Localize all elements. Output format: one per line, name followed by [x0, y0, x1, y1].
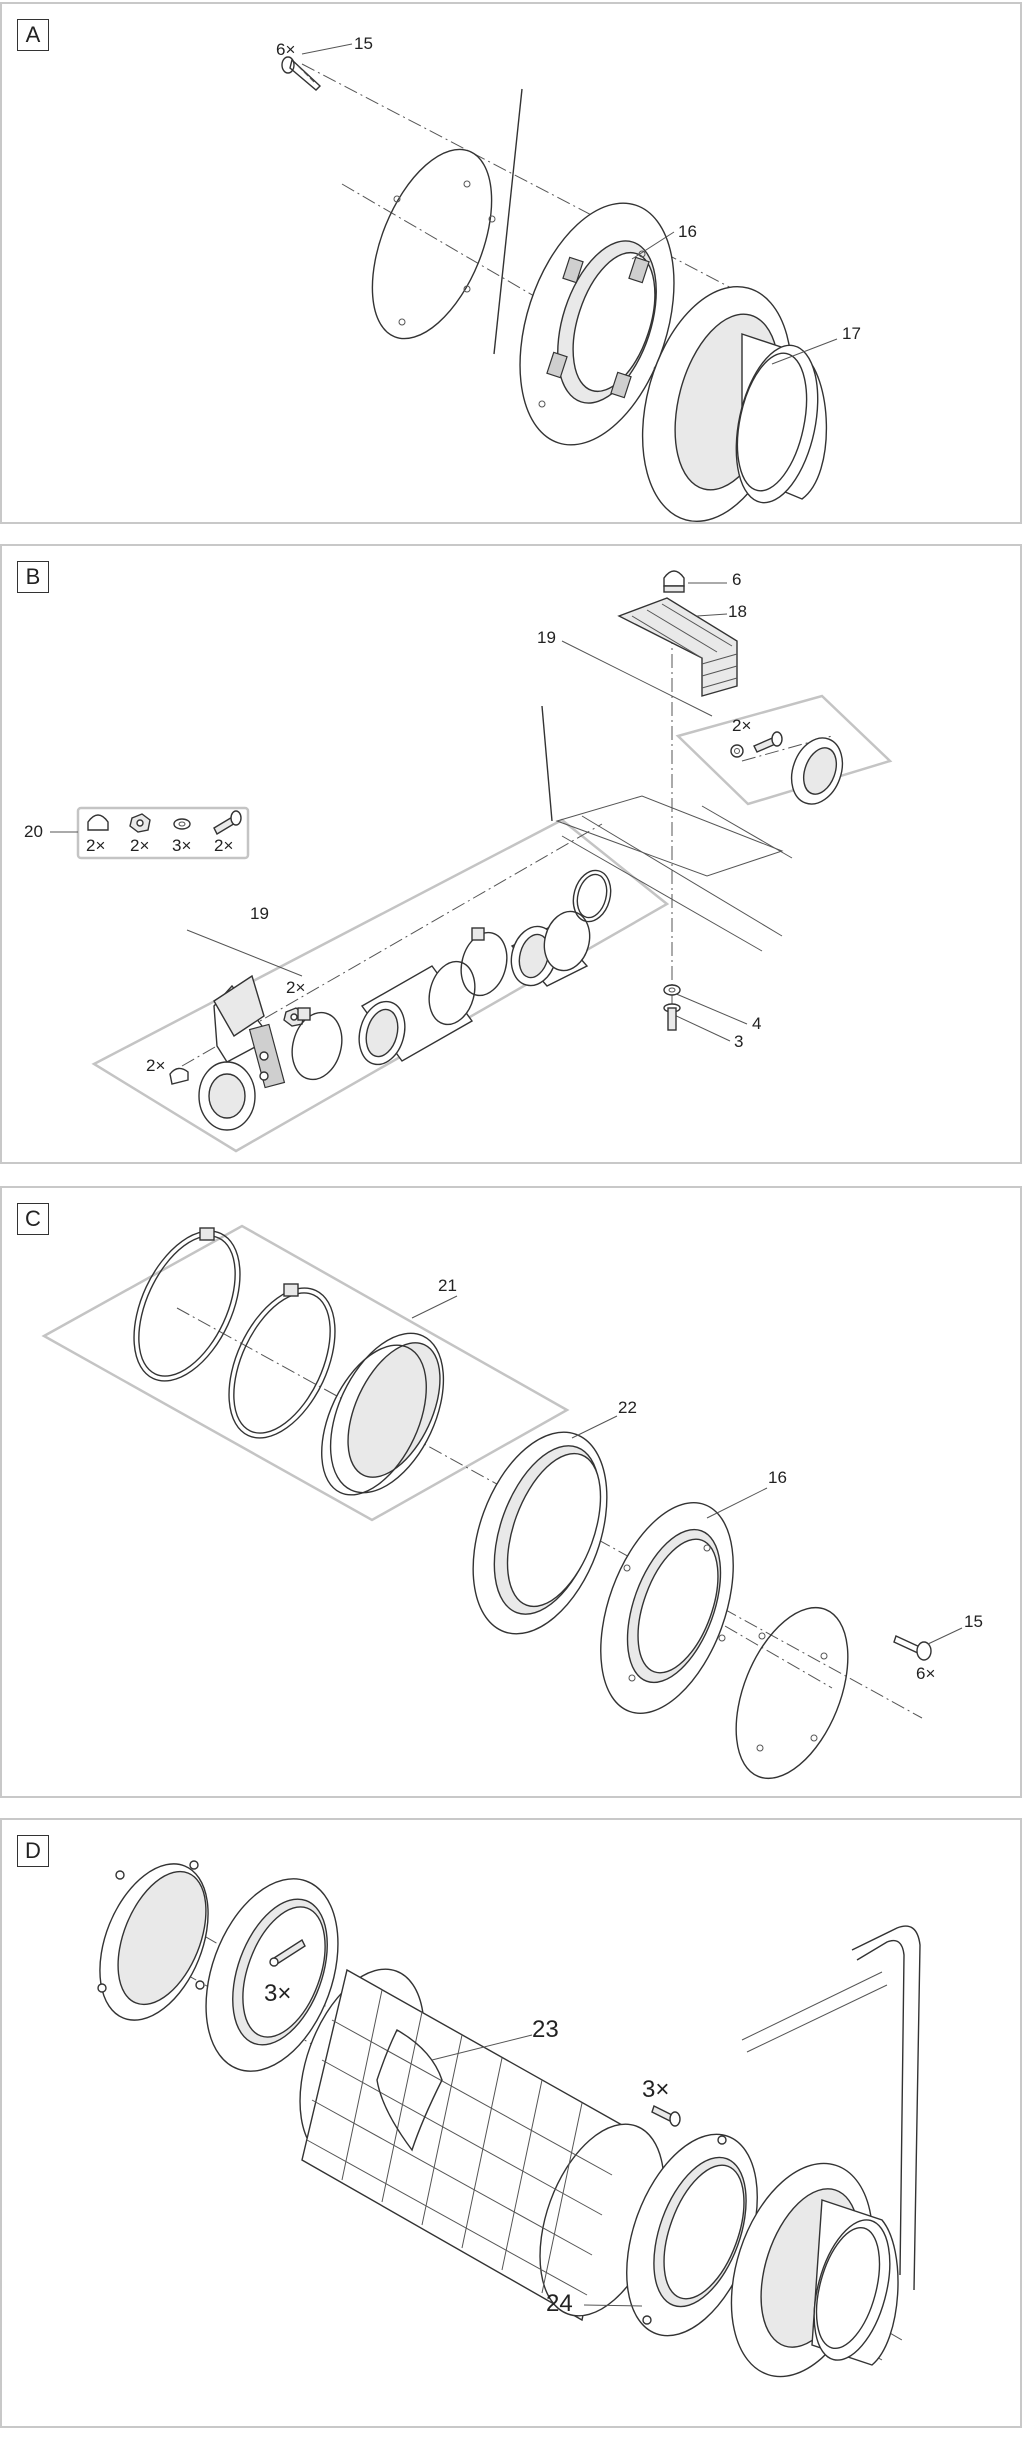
label-part-16: 16 — [768, 1468, 787, 1487]
hose-sleeve — [358, 960, 476, 1066]
label-qty-bolt-top: 2× — [732, 716, 752, 735]
valve-assembly — [198, 974, 286, 1131]
panel-d: D — [0, 1818, 1022, 2428]
label-part-23: 23 — [532, 2016, 559, 2043]
panel-letter: C — [17, 1203, 49, 1235]
kit-items-20 — [87, 810, 242, 835]
upper-bolt-and-ring — [730, 731, 844, 805]
group-outline-21 — [41, 1224, 570, 1522]
hose-clamp-b — [228, 1283, 336, 1439]
connector-tube — [510, 910, 591, 987]
panel-letter: D — [17, 1835, 49, 1867]
group-outline-upper — [675, 694, 893, 806]
ring-part-22 — [472, 1431, 608, 1635]
flange-part-24 — [626, 2133, 758, 2337]
label-part-17: 17 — [842, 324, 861, 343]
group-outline-lower — [91, 818, 670, 1153]
hose-clamp-a — [133, 1227, 241, 1382]
label-qty-nut-mid: 2× — [286, 978, 306, 997]
nut-left-2x — [169, 1067, 189, 1085]
mesh-guard-part-18 — [617, 597, 738, 697]
sleeve-part-21 — [321, 1332, 445, 1496]
label-part-19-left: 19 — [250, 904, 269, 923]
label-qty-nut-left: 2× — [146, 1056, 166, 1075]
panel-d-drawing — [97, 1860, 921, 2378]
label-part-20: 20 — [24, 822, 43, 841]
label-part-4: 4 — [752, 1014, 762, 1033]
hose-clamp-2 — [460, 927, 508, 997]
end-cover — [97, 1860, 209, 2021]
label-kit-nut-qty: 2× — [130, 836, 150, 855]
label-qty-15: 6× — [276, 40, 296, 59]
label-part-21: 21 — [438, 1276, 457, 1295]
label-part-24: 24 — [546, 2290, 573, 2317]
screw-part-3 — [663, 1003, 681, 1031]
flange-part-16 — [600, 1502, 734, 1714]
label-part-6: 6 — [732, 570, 742, 589]
adapter-part-17 — [641, 285, 828, 523]
label-part-18: 18 — [728, 602, 747, 621]
label-kit-washer-qty: 3× — [172, 836, 192, 855]
screw-part-15 — [893, 1635, 932, 1661]
screw-part-15 — [281, 56, 322, 91]
o-ring — [572, 869, 612, 923]
label-part-19-top: 19 — [537, 628, 556, 647]
label-part-3: 3 — [734, 1032, 744, 1051]
label-qty-15: 6× — [916, 1664, 936, 1683]
flange-part-16 — [519, 202, 675, 446]
panel-letter: B — [17, 561, 49, 593]
adapter-right — [730, 2162, 899, 2378]
panel-c: C — [0, 1186, 1022, 1798]
gasket-ring — [371, 148, 496, 340]
panel-c-drawing — [41, 1224, 963, 1780]
label-part-15: 15 — [354, 34, 373, 53]
label-part-15: 15 — [964, 1612, 983, 1631]
label-kit-bolt-qty: 2× — [214, 836, 234, 855]
gasket-ring — [735, 1606, 849, 1780]
flange-left — [205, 1878, 339, 2072]
label-kit-cap-qty: 2× — [86, 836, 106, 855]
panel-letter: A — [17, 19, 49, 51]
panel-b: B — [0, 544, 1022, 1164]
label-part-16: 16 — [678, 222, 697, 241]
kit-outline-20 — [76, 806, 250, 860]
label-qty-right: 3× — [642, 2076, 670, 2103]
panel-a: A — [0, 2, 1022, 524]
hose-clamp-1 — [291, 1007, 343, 1081]
screw-right-3x — [651, 2105, 681, 2127]
panel-a-drawing — [281, 43, 838, 523]
cap-nut-part-6 — [663, 570, 685, 593]
label-part-22: 22 — [618, 1398, 637, 1417]
panel-b-drawing — [50, 570, 893, 1153]
label-qty-left: 3× — [264, 1980, 292, 2007]
washer-part-4 — [663, 984, 681, 996]
